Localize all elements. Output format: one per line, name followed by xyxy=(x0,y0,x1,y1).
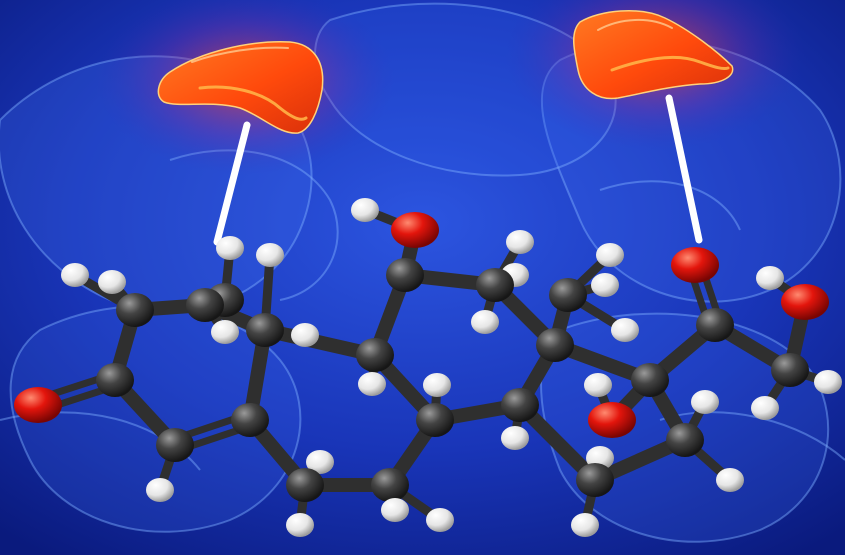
hydrogen-atom xyxy=(211,320,239,344)
hydrogen-atom xyxy=(596,243,624,267)
hydrogen-atom xyxy=(471,310,499,334)
right-connector-line xyxy=(665,94,703,244)
carbon-atom xyxy=(356,338,394,372)
hydrogen-atom xyxy=(426,508,454,532)
hydrogen-atom xyxy=(716,468,744,492)
hydrogen-atom xyxy=(358,372,386,396)
hydrogen-atom xyxy=(306,450,334,474)
hydrogen-atom xyxy=(351,198,379,222)
carbon-atom xyxy=(536,328,574,362)
oxygen-atom xyxy=(671,247,719,283)
carbon-atom xyxy=(246,313,284,347)
hydrogen-atom xyxy=(216,236,244,260)
hydrogen-atom xyxy=(751,396,779,420)
carbon-atom xyxy=(771,353,809,387)
hydrogen-atom xyxy=(423,373,451,397)
hydrogen-atom xyxy=(146,478,174,502)
hydrogen-atom xyxy=(591,273,619,297)
hydrogen-atom xyxy=(501,426,529,450)
oxygen-atom xyxy=(14,387,62,423)
atoms xyxy=(14,198,842,537)
left-connector-line xyxy=(213,121,251,246)
hydrogen-atom xyxy=(756,266,784,290)
hydrogen-atom xyxy=(256,243,284,267)
hydrogen-atom xyxy=(571,513,599,537)
carbon-atom xyxy=(186,288,224,322)
carbon-atom xyxy=(631,363,669,397)
carbon-atom xyxy=(576,463,614,497)
carbon-atom xyxy=(666,423,704,457)
carbon-atom xyxy=(156,428,194,462)
carbon-atom xyxy=(371,468,409,502)
hydrogen-atom xyxy=(286,513,314,537)
oxygen-atom xyxy=(781,284,829,320)
molecule-model-icon xyxy=(14,198,842,537)
carbon-atom xyxy=(286,468,324,502)
hydrogen-atom xyxy=(584,373,612,397)
carbon-atom xyxy=(696,308,734,342)
hydrogen-atom xyxy=(61,263,89,287)
carbon-atom xyxy=(549,278,587,312)
carbon-atom xyxy=(386,258,424,292)
carbon-atom xyxy=(501,388,539,422)
carbon-atom xyxy=(476,268,514,302)
hydrogen-atom xyxy=(381,498,409,522)
hydrogen-atom xyxy=(691,390,719,414)
oxygen-atom xyxy=(391,212,439,248)
carbon-atom xyxy=(416,403,454,437)
hydrogen-atom xyxy=(611,318,639,342)
adrenal-gland-icon xyxy=(157,41,324,134)
hydrogen-atom xyxy=(506,230,534,254)
hydrogen-atom xyxy=(291,323,319,347)
hydrogen-atom xyxy=(98,270,126,294)
carbon-atom xyxy=(231,403,269,437)
adrenal-gland-icon xyxy=(573,10,734,100)
oxygen-atom xyxy=(588,402,636,438)
carbon-atom xyxy=(96,363,134,397)
carbon-atom xyxy=(116,293,154,327)
hydrogen-atom xyxy=(814,370,842,394)
